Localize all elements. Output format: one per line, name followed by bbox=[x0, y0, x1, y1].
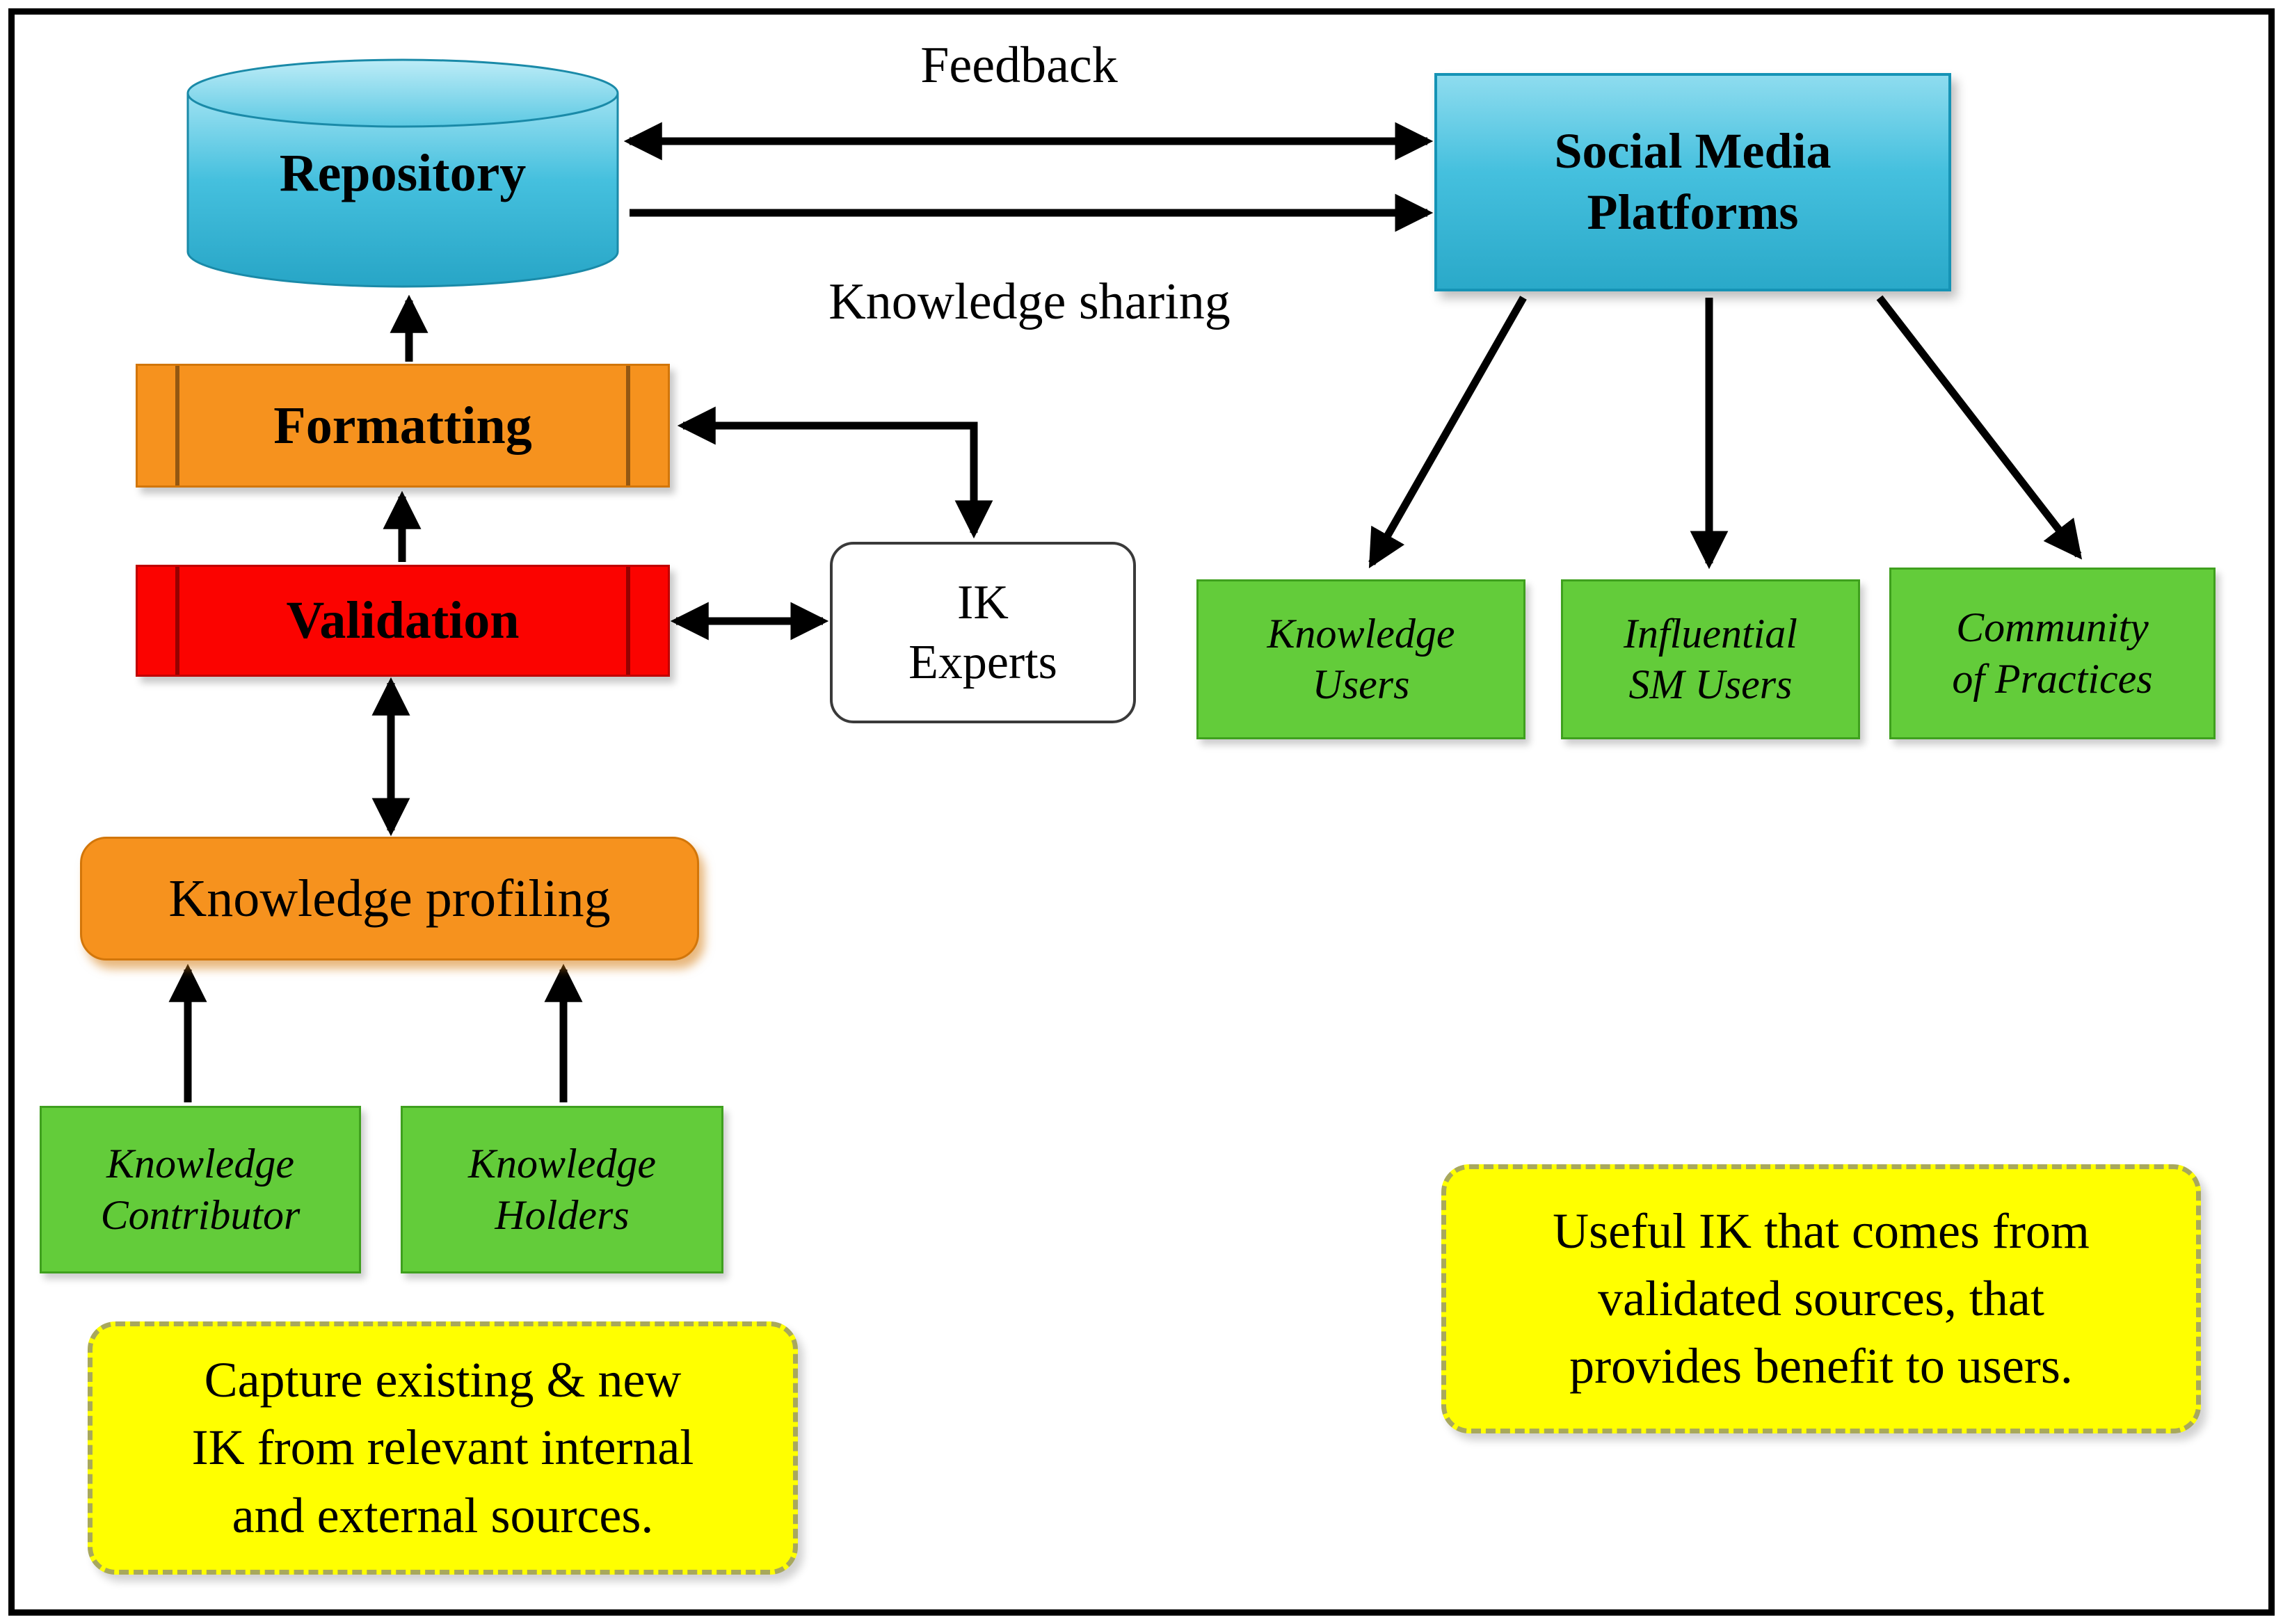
knowledge-sharing-edge-label: Knowledge sharing bbox=[765, 273, 1294, 332]
knowledge-profiling-node: Knowledge profiling bbox=[80, 837, 699, 960]
knowledge-users-node: Knowledge Users bbox=[1196, 579, 1525, 739]
knowledge-users-label: Knowledge Users bbox=[1267, 610, 1455, 707]
knowledge-sharing-label: Knowledge sharing bbox=[828, 273, 1231, 330]
formatting-label: Formatting bbox=[273, 396, 532, 455]
ik-experts-node: IK Experts bbox=[830, 542, 1136, 723]
community-of-practices-label: Community of Practices bbox=[1952, 604, 2153, 702]
social-media-platforms-label: Social Media Platforms bbox=[1554, 123, 1832, 240]
formatting-node: Formatting bbox=[136, 364, 670, 488]
validation-label: Validation bbox=[286, 591, 520, 650]
influential-sm-users-node: Influential SM Users bbox=[1561, 579, 1860, 739]
capture-note: Capture existing & new IK from relevant … bbox=[88, 1321, 798, 1575]
repository-node: Repository bbox=[186, 58, 619, 288]
knowledge-contributor-label: Knowledge Contributor bbox=[100, 1141, 301, 1238]
validation-node: Validation bbox=[136, 565, 670, 677]
feedback-edge-label: Feedback bbox=[765, 36, 1273, 95]
useful-note-text: Useful IK that comes from validated sour… bbox=[1553, 1203, 2090, 1394]
influential-sm-users-label: Influential SM Users bbox=[1624, 610, 1797, 707]
cylinder-icon bbox=[186, 58, 619, 288]
arrow-sma-to-community bbox=[1876, 295, 2083, 560]
ik-experts-label: IK Experts bbox=[908, 576, 1057, 689]
knowledge-holders-node: Knowledge Holders bbox=[401, 1106, 723, 1273]
useful-note: Useful IK that comes from validated sour… bbox=[1441, 1164, 2201, 1433]
knowledge-profiling-label: Knowledge profiling bbox=[168, 869, 611, 928]
knowledge-holders-label: Knowledge Holders bbox=[468, 1141, 656, 1238]
arrow-sma-to-knowledge-users bbox=[1368, 296, 1527, 569]
capture-note-text: Capture existing & new IK from relevant … bbox=[191, 1352, 694, 1543]
arrow-formatting-ik-experts bbox=[677, 406, 993, 539]
feedback-label: Feedback bbox=[920, 37, 1118, 94]
knowledge-contributor-node: Knowledge Contributor bbox=[40, 1106, 361, 1273]
repository-label: Repository bbox=[279, 143, 527, 202]
social-media-platforms-node: Social Media Platforms bbox=[1434, 73, 1951, 291]
community-of-practices-node: Community of Practices bbox=[1889, 568, 2216, 739]
